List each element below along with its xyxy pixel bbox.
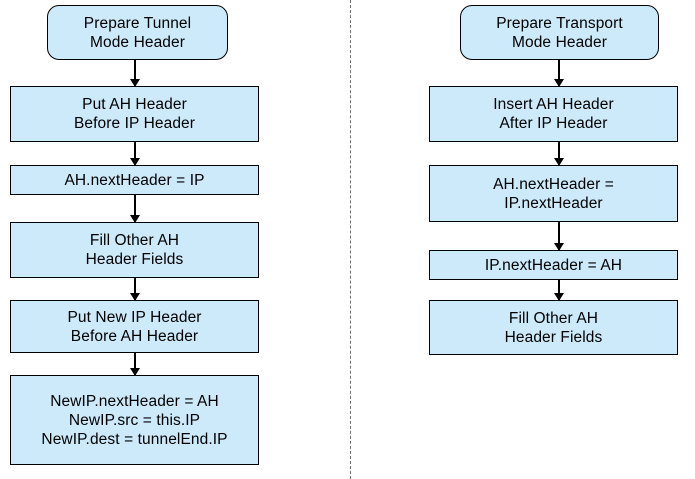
arrow-stem (134, 278, 136, 300)
arrow-stem (134, 195, 136, 222)
node-prepare-transport-mode-header[interactable]: Prepare Transport Mode Header (460, 5, 659, 60)
node-text-line: IP.nextHeader (504, 194, 603, 212)
node-put-new-ip-header-before-ah-header[interactable]: Put New IP Header Before AH Header (10, 300, 259, 353)
node-new-ip-field-assignments[interactable]: NewIP.nextHeader = AH NewIP.src = this.I… (10, 375, 259, 465)
arrow-fill-other-to-put-new-ip (129, 278, 141, 301)
node-text-line: NewIP.src = this.IP (68, 411, 201, 429)
arrow-head-icon (130, 293, 140, 301)
node-put-ah-header-before-ip-header[interactable]: Put AH Header Before IP Header (10, 86, 259, 142)
node-text-line: Put New IP Header (67, 308, 202, 326)
node-ah-nextheader-assign-ip-nextheader[interactable]: AH.nextHeader = IP.nextHeader (429, 165, 678, 222)
arrow-stem (134, 353, 136, 375)
node-text-line: Mode Header (511, 33, 608, 51)
arrow-ip-nextheader-to-fill-other (553, 280, 565, 301)
node-text-line: Before AH Header (70, 327, 199, 345)
node-fill-other-ah-header-fields[interactable]: Fill Other AH Header Fields (10, 222, 259, 278)
arrow-put-ah-to-ah-nextheader (129, 142, 141, 166)
node-ah-nextheader-assign-ip[interactable]: AH.nextHeader = IP (10, 165, 259, 195)
arrow-ah-nextheader-to-ip-nextheader (553, 222, 565, 251)
node-text-line: Fill Other AH (89, 232, 180, 249)
node-text-line: IP.nextHeader = AH (484, 256, 623, 274)
arrow-ah-nextheader-to-fill-other (129, 195, 141, 223)
tunnel-mode-flow: Prepare Tunnel Mode Header Put AH Header… (10, 5, 259, 465)
node-text-line: Insert AH Header (493, 96, 614, 113)
arrow-prepare-to-put-ah-header (129, 60, 141, 87)
arrow-head-icon (554, 293, 564, 301)
node-text-line: Fill Other AH (508, 309, 599, 327)
node-text-line: NewIP.dest = tunnelEnd.IP (41, 430, 228, 448)
node-text-line: Mode Header (89, 33, 186, 51)
node-insert-ah-header-after-ip-header[interactable]: Insert AH Header After IP Header (429, 86, 678, 142)
arrow-head-icon (130, 368, 140, 376)
node-text-line: NewIP.nextHeader = AH (50, 392, 219, 410)
node-text-line: Prepare Transport (496, 14, 623, 32)
arrow-head-icon (130, 215, 140, 223)
node-fill-other-ah-header-fields[interactable]: Fill Other AH Header Fields (429, 300, 678, 355)
node-text-line: Header Fields (504, 328, 603, 346)
arrow-stem (558, 280, 560, 300)
node-text-line: AH.nextHeader = (493, 175, 614, 193)
node-text-line: Put AH Header (82, 96, 187, 113)
column-divider (350, 0, 351, 479)
arrow-stem (558, 60, 560, 86)
arrow-insert-ah-to-ah-nextheader (553, 142, 565, 166)
arrow-head-icon (554, 79, 564, 87)
arrow-head-icon (554, 158, 564, 166)
arrow-prepare-to-insert-ah-header (553, 60, 565, 87)
arrow-stem (558, 142, 560, 165)
node-text-line: Prepare Tunnel (83, 14, 192, 32)
node-text-line: Header Fields (85, 251, 184, 268)
arrow-head-icon (130, 158, 140, 166)
arrow-head-icon (130, 79, 140, 87)
node-ip-nextheader-assign-ah[interactable]: IP.nextHeader = AH (429, 250, 678, 280)
arrow-head-icon (554, 243, 564, 251)
arrow-stem (134, 142, 136, 165)
node-text-line: AH.nextHeader = IP (64, 171, 205, 189)
node-text-line: After IP Header (499, 115, 608, 132)
arrow-stem (134, 60, 136, 86)
arrow-stem (558, 222, 560, 250)
node-prepare-tunnel-mode-header[interactable]: Prepare Tunnel Mode Header (47, 5, 228, 60)
transport-mode-flow: Prepare Transport Mode Header Insert AH … (350, 0, 695, 479)
arrow-put-new-ip-to-new-ip-assignments (129, 353, 141, 376)
node-text-line: Before IP Header (73, 115, 196, 132)
